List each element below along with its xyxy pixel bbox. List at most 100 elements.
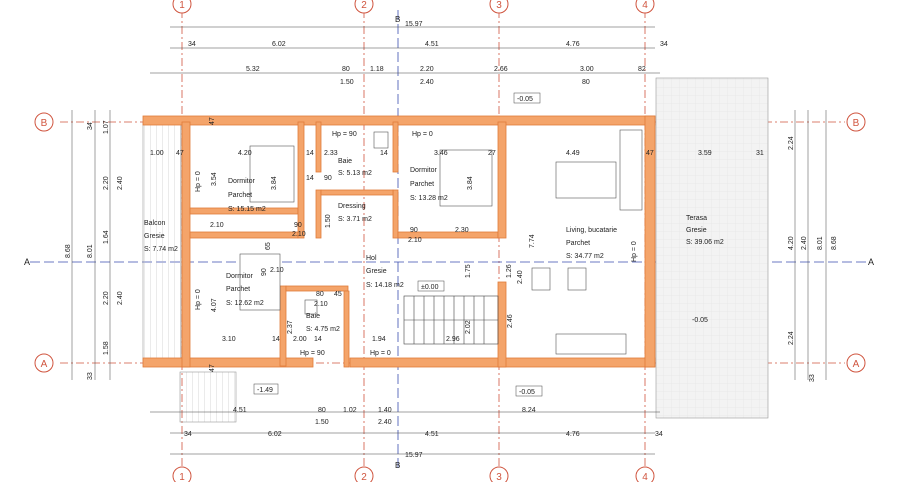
svg-text:Hol: Hol [366,255,377,262]
level-mark-right: -0.05 [692,317,708,324]
svg-text:1: 1 [179,472,185,482]
svg-text:-0.05: -0.05 [692,317,708,324]
svg-text:4.76: 4.76 [566,431,580,438]
svg-text:S: 13.28 m2: S: 13.28 m2 [410,195,448,202]
svg-text:2.40: 2.40 [517,270,524,284]
svg-text:Baie: Baie [338,158,352,165]
svg-text:-0.05: -0.05 [517,96,533,103]
axis-bubbles: 1 2 3 4 1 2 3 4 B A B A B B A A [24,0,874,482]
svg-text:S: 39.06 m2: S: 39.06 m2 [686,239,724,246]
svg-text:Hp = 0: Hp = 0 [412,131,433,138]
svg-text:6.02: 6.02 [272,41,286,48]
svg-text:2.10: 2.10 [210,222,224,229]
svg-text:45: 45 [334,291,342,298]
svg-text:2.10: 2.10 [270,267,284,274]
svg-text:4.51: 4.51 [425,41,439,48]
svg-text:47: 47 [209,117,216,125]
axis-bubble-4-top: 4 [635,0,655,14]
svg-text:S: 3.71 m2: S: 3.71 m2 [338,216,372,223]
section-mark-top: B [395,15,400,24]
svg-text:2.40: 2.40 [801,236,808,250]
svg-text:3.84: 3.84 [467,176,474,190]
svg-text:1.64: 1.64 [103,230,110,244]
svg-text:34: 34 [660,41,668,48]
svg-text:Hp = 0: Hp = 0 [370,350,391,357]
axis-bubble-3-top: 3 [489,0,509,14]
svg-text:80: 80 [318,407,326,414]
dining-table [555,161,617,199]
level-mark-stair: -1.49 [253,383,279,395]
svg-text:B: B [853,118,860,129]
svg-text:2.46: 2.46 [507,314,514,328]
axis-bubble-1-bottom: 1 [172,466,192,482]
svg-text:3.46: 3.46 [434,150,448,157]
svg-text:4.49: 4.49 [566,150,580,157]
svg-text:90: 90 [324,175,332,182]
svg-text:14: 14 [272,336,280,343]
armchair-1 [531,267,551,291]
svg-text:Terasa: Terasa [686,215,707,222]
room-living-kitchen: Living, bucatarie Parchet S: 34.77 m2 [566,227,617,260]
svg-text:Parchet: Parchet [410,181,434,188]
svg-text:8.68: 8.68 [831,236,838,250]
svg-text:Gresie: Gresie [686,227,707,234]
svg-text:A: A [853,359,860,370]
svg-text:2.10: 2.10 [292,231,306,238]
svg-text:2.24: 2.24 [788,331,795,345]
svg-text:Parchet: Parchet [566,240,590,247]
svg-text:3.00: 3.00 [580,66,594,73]
svg-text:1.50: 1.50 [325,214,332,228]
bed-3 [239,253,281,311]
svg-text:1.58: 1.58 [103,341,110,355]
svg-text:Parchet: Parchet [226,286,250,293]
svg-text:80: 80 [316,291,324,298]
svg-text:47: 47 [646,150,654,157]
svg-text:1.00: 1.00 [150,150,164,157]
axis-bubble-A-left: A [34,353,54,373]
axis-bubble-1-top: 1 [172,0,192,14]
room-bathroom-1: Baie S: 5.13 m2 [338,158,372,177]
svg-text:±0.00: ±0.00 [421,284,439,291]
section-mark-right: A [868,257,874,267]
svg-text:S: 34.77 m2: S: 34.77 m2 [566,253,604,260]
stair-outside [179,371,237,423]
bed-2 [439,149,493,207]
svg-text:2.37: 2.37 [287,320,294,334]
svg-text:33: 33 [809,374,816,382]
svg-text:14: 14 [380,150,388,157]
svg-text:B: B [41,118,48,129]
room-balcony: Balcon Gresie S: 7.74 m2 [144,220,178,253]
svg-text:4.51: 4.51 [425,431,439,438]
armchair-2 [567,267,587,291]
svg-text:Hp = 0: Hp = 0 [195,171,202,192]
svg-text:4: 4 [642,0,648,11]
svg-text:4.20: 4.20 [788,236,795,250]
svg-text:7.74: 7.74 [529,234,536,248]
level-mark-top: -0.05 [513,92,541,104]
kitchen-counter [619,129,643,211]
sill-heights: Hp = 90 Hp = 0 Hp = 0 Hp = 0 Hp = 0 Hp =… [195,131,638,357]
svg-text:3.54: 3.54 [211,172,218,186]
svg-text:1.07: 1.07 [103,120,110,134]
svg-text:S: 5.13 m2: S: 5.13 m2 [338,170,372,177]
svg-text:Dormitor: Dormitor [228,178,256,185]
svg-text:2.30: 2.30 [455,227,469,234]
svg-text:34: 34 [87,122,94,130]
dimension-texts: 15.97 34 6.02 4.51 4.76 34 5.32 80 1.18 … [65,21,838,459]
svg-text:1.50: 1.50 [340,79,354,86]
svg-text:1.26: 1.26 [506,264,513,278]
svg-text:34: 34 [184,431,192,438]
dim-bottom-total: 15.97 [405,452,423,459]
axis-bubble-3-bottom: 3 [489,466,509,482]
svg-text:Dressing: Dressing [338,203,366,210]
svg-text:2.10: 2.10 [314,301,328,308]
room-hall: Hol Gresie S: 14.18 m2 [366,255,404,289]
svg-text:8.01: 8.01 [817,236,824,250]
svg-text:2.20: 2.20 [103,291,110,305]
svg-text:2.02: 2.02 [465,320,472,334]
svg-text:A: A [41,359,48,370]
svg-text:3: 3 [496,0,502,11]
svg-text:1.75: 1.75 [465,264,472,278]
bed-1 [249,145,295,203]
